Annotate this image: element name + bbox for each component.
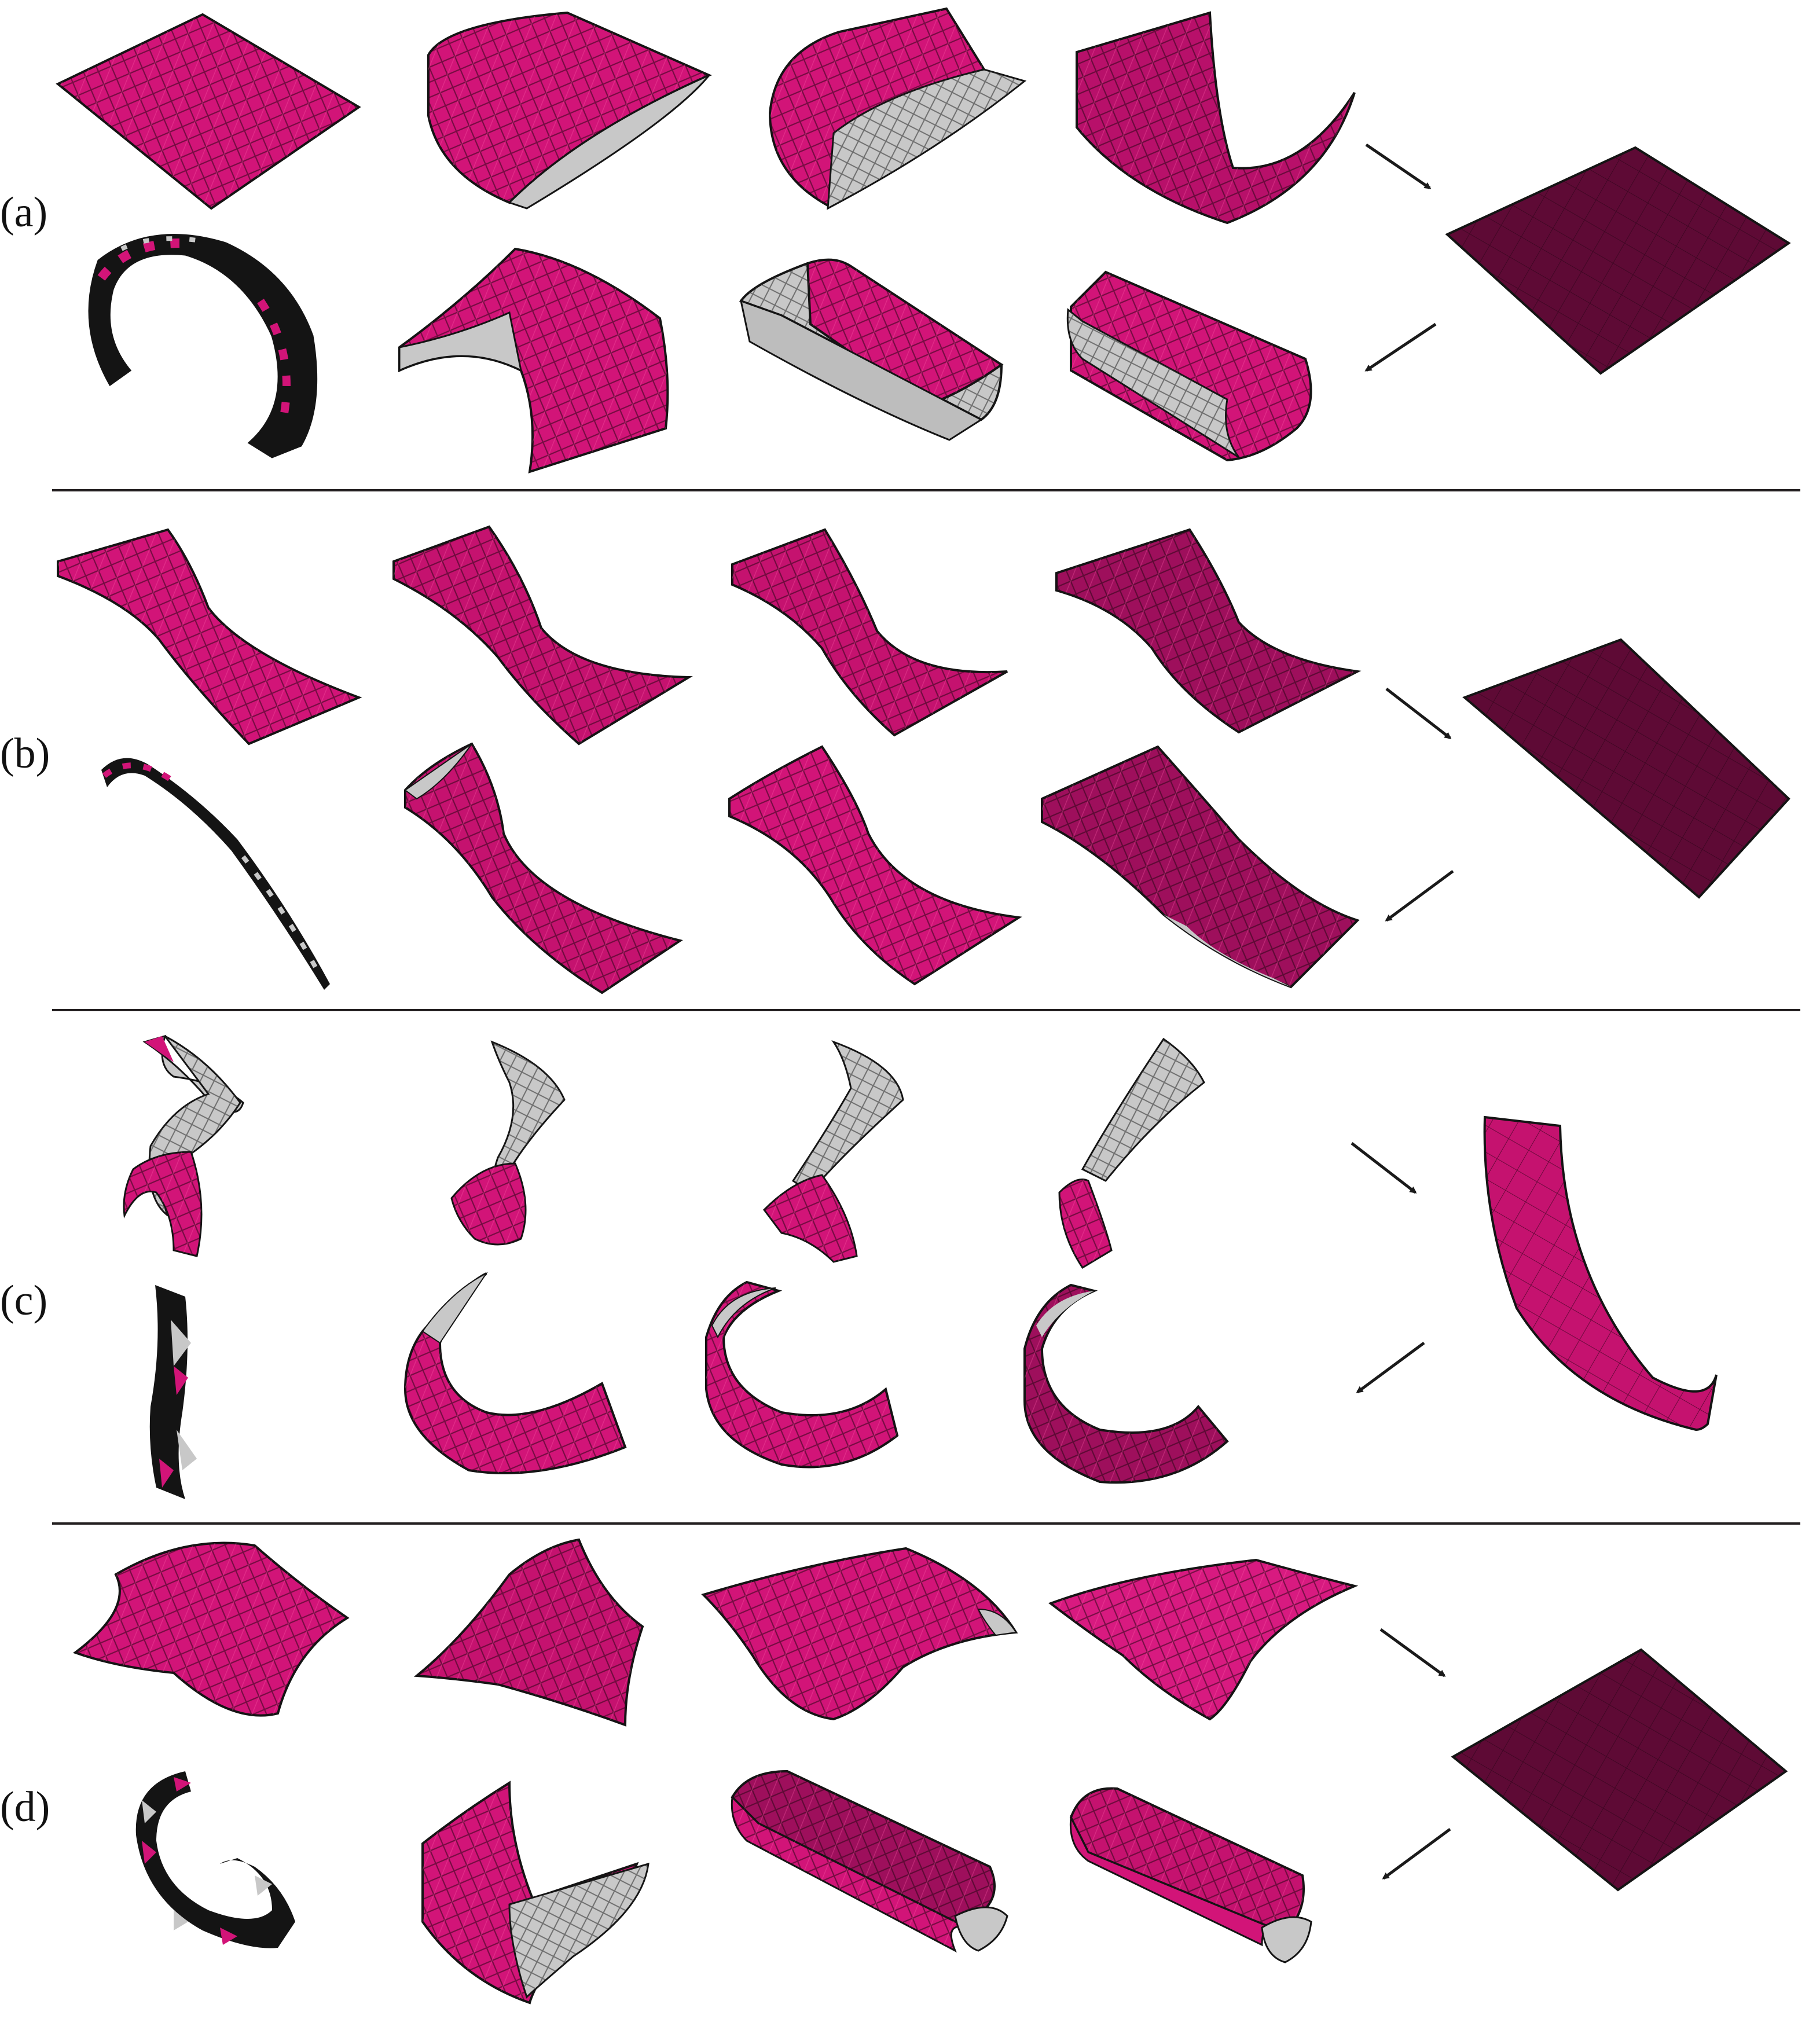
shape-twisted-strip (763, 1040, 904, 1263)
down-left-arrow (1382, 1827, 1451, 1880)
shape-s-curve-sheet (728, 745, 1022, 986)
final-flat-sheet (1462, 638, 1790, 899)
shape-twisted-strip (450, 1040, 566, 1246)
down-right-arrow (1365, 143, 1432, 190)
shape-arched-sheet (398, 247, 669, 473)
shape-rolled-tube (1069, 1787, 1312, 1963)
shape-ring-edge-view (88, 233, 318, 458)
shape-hook-strip (403, 1272, 627, 1474)
shape-curling-sheet (427, 11, 712, 210)
panel-divider-ab (52, 489, 1800, 491)
shape-strip-edge-view (149, 1285, 197, 1499)
panel-divider-cd (52, 1522, 1800, 1525)
final-curved-strip (1483, 1115, 1718, 1431)
down-right-arrow (1351, 1142, 1417, 1194)
final-flat-sheet (1451, 1648, 1788, 1892)
shape-rolled-tube (731, 1770, 1008, 1953)
shape-curling-sheet-underside (768, 7, 1027, 210)
panel-label-b: (b) (0, 730, 50, 777)
down-right-arrow (1379, 1628, 1446, 1677)
panel-b (57, 525, 1790, 994)
shape-c-ring-edge-view (135, 1771, 295, 1948)
shape-s-curve-sheet (404, 742, 683, 994)
down-left-arrow (1385, 869, 1454, 922)
panel-divider-bc (52, 1009, 1800, 1011)
shape-saddle-sheet (413, 1538, 644, 1727)
down-left-arrow (1364, 322, 1437, 372)
shape-hook-strip (1023, 1283, 1229, 1484)
shape-hook-strip (705, 1280, 899, 1469)
shape-s-curve-sheet (1041, 745, 1360, 989)
shape-s-curve-sheet (392, 525, 693, 746)
shape-dome-sheet (1048, 1558, 1359, 1721)
panel-d (72, 1538, 1788, 2005)
panel-a (56, 7, 1791, 473)
shape-twisted-strip (123, 1034, 244, 1257)
shape-s-curve-sheet (731, 528, 1008, 737)
shape-s-curve-sheet (57, 528, 362, 746)
down-right-arrow (1385, 688, 1452, 739)
shape-rolled-sheet (421, 1781, 650, 2005)
shape-dome-sheet (701, 1547, 1018, 1721)
down-left-arrow (1356, 1341, 1425, 1394)
shape-flat-sheet (56, 13, 361, 210)
panel-label-a: (a) (0, 189, 48, 236)
shape-curved-sheet (1076, 11, 1356, 225)
shape-rolled-tube (739, 258, 1004, 441)
shape-s-curve-edge-view (101, 758, 330, 990)
shape-saddle-sheet (72, 1541, 350, 1717)
shape-rolled-tube (1066, 270, 1312, 462)
panel-c (123, 1034, 1718, 1499)
panel-label-c: (c) (0, 1277, 48, 1324)
shape-twisted-strip (1058, 1037, 1205, 1269)
panel-label-d: (d) (0, 1783, 50, 1831)
shape-s-curve-sheet (1055, 528, 1362, 734)
final-flat-sheet (1445, 146, 1791, 375)
